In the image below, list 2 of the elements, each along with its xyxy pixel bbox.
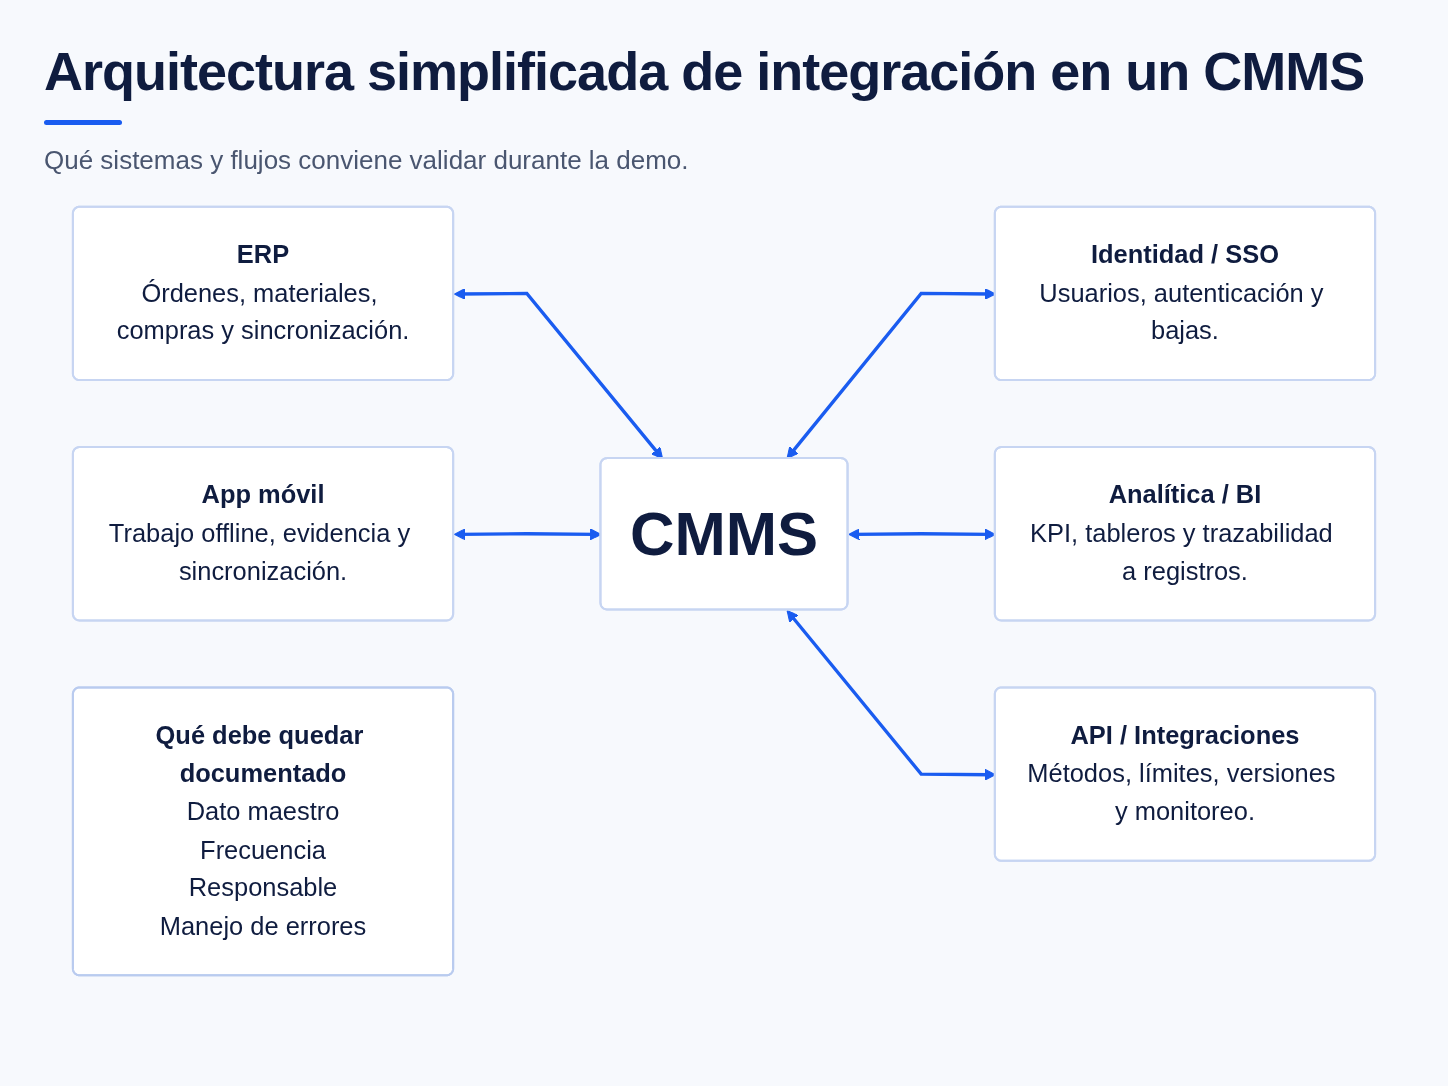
subtitle: Qué sistemas y flujos conviene validar durante la demo. (44, 145, 689, 176)
title: Arquitectura simplificada de integración en un CMMS (44, 40, 1365, 102)
